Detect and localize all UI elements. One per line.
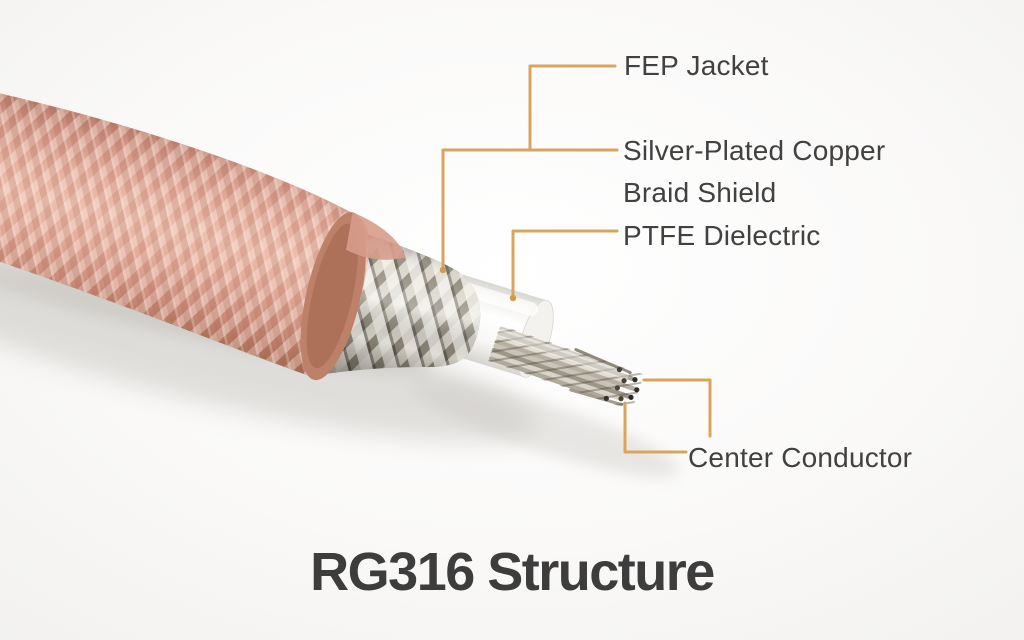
callout-label-ptfe-dielectric: PTFE Dielectric: [623, 220, 821, 251]
callout-label-braid-shield-line1: Silver-Plated Copper: [623, 135, 886, 166]
callout-label-braid-shield-line2: Braid Shield: [623, 177, 777, 208]
cable-braid-and-jacket: [0, 82, 481, 381]
jacket-flap: [346, 212, 406, 260]
callout-line-fep-jacket: [528, 64, 617, 152]
callout-label-center-conductor: Center Conductor: [688, 442, 913, 473]
callout-dot-ptfe: [509, 294, 517, 302]
callout-line-braid-shield: [441, 148, 619, 271]
callout-lines: [439, 64, 712, 454]
callout-label-fep-jacket: FEP Jacket: [624, 50, 769, 81]
conductor-cut-tips: [603, 366, 640, 402]
diagram-title: RG316 Structure: [310, 542, 715, 602]
callout-dot-braid: [439, 266, 447, 274]
callout-label-braid-shield: Silver-Plated Copper Braid Shield: [623, 130, 885, 214]
cable-fep-jacket: [0, 82, 406, 381]
callout-line-ptfe-dielectric: [511, 229, 619, 299]
callout-line-center-conductor-top: [642, 378, 712, 438]
callout-line-center-conductor-bottom: [623, 401, 688, 454]
cable-center-conductor: [488, 325, 645, 411]
